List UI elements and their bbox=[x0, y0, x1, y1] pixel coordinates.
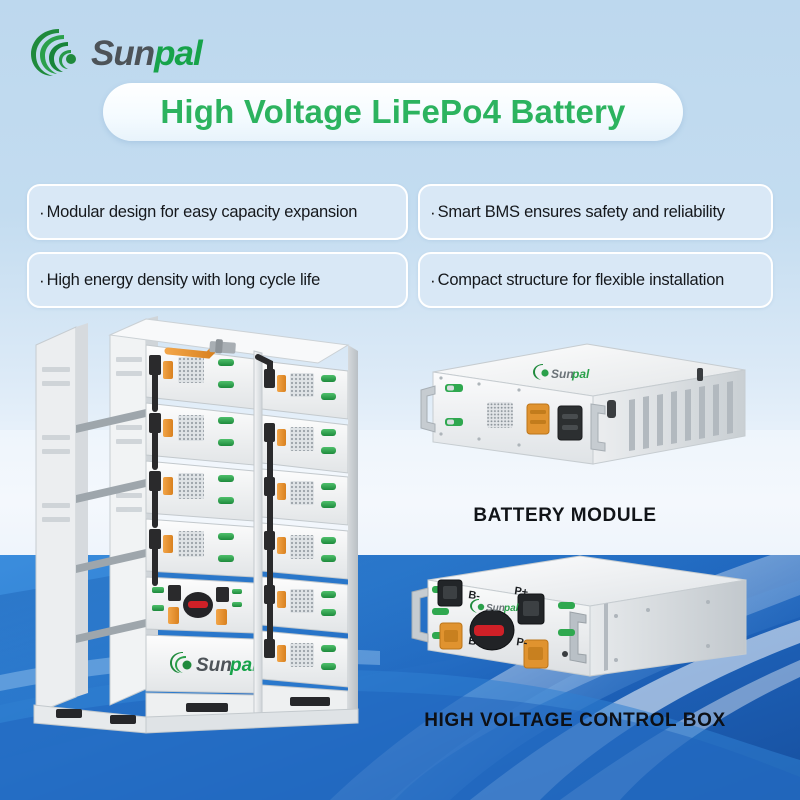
cb-rotary-switch-icon bbox=[469, 609, 515, 651]
rack-control-unit bbox=[145, 576, 255, 634]
svg-text:pal: pal bbox=[503, 603, 519, 614]
brand-word-pal: pal bbox=[154, 33, 203, 73]
brand-wordmark: Sunpal bbox=[91, 33, 203, 73]
brand-word-sun: Sun bbox=[91, 33, 155, 73]
module-black-connector bbox=[557, 405, 583, 441]
rack-center-rail bbox=[253, 350, 263, 718]
cb-green-connector-2 bbox=[432, 608, 449, 615]
rack-base-pallet bbox=[33, 704, 359, 734]
feature-label-4: Compact structure for flexible installat… bbox=[437, 270, 725, 289]
module-orange-connector bbox=[526, 403, 550, 435]
bullet-icon: · bbox=[430, 202, 436, 222]
page-title: High Voltage LiFePo4 Battery bbox=[160, 93, 626, 130]
feature-label-3: High energy density with long cycle life bbox=[46, 270, 321, 289]
module-vent-slots bbox=[629, 381, 733, 451]
module-handle-left bbox=[420, 385, 436, 433]
title-banner: High Voltage LiFePo4 Battery bbox=[103, 83, 683, 141]
module-screws bbox=[439, 376, 521, 447]
bullet-icon: · bbox=[39, 202, 45, 222]
black-busbar-cables bbox=[152, 354, 273, 644]
sunpal-swirl-icon bbox=[31, 29, 76, 76]
control-box-side-face bbox=[589, 579, 747, 677]
brand-logo: Sunpal bbox=[28, 26, 203, 80]
rack-logo-panel: Sun pal bbox=[145, 634, 258, 694]
battery-module-svg: Sun pal bbox=[420, 343, 746, 465]
rack-front-left-column: Sun pal bbox=[145, 344, 258, 722]
control-box-logo: Sun pal bbox=[470, 599, 519, 614]
bullet-icon: · bbox=[430, 270, 436, 290]
control-box-side-screws bbox=[614, 600, 710, 662]
feature-item-3: · High energy density with long cycle li… bbox=[27, 252, 408, 308]
rack-top-terminal bbox=[209, 339, 236, 354]
control-box-image: B- B+ P+ P- Sun pal bbox=[408, 550, 756, 705]
module-vent-grille-icon bbox=[487, 402, 513, 428]
cb-front-hole bbox=[562, 651, 568, 657]
module-side-slot bbox=[607, 400, 616, 418]
svg-text:pal: pal bbox=[229, 655, 258, 676]
module-logo: Sun pal bbox=[533, 364, 590, 381]
module-handle-right bbox=[590, 403, 606, 452]
battery-module-caption: BATTERY MODULE bbox=[473, 505, 657, 526]
svg-text:Sun: Sun bbox=[196, 655, 232, 676]
control-box-handle-left bbox=[411, 587, 429, 643]
battery-module-image: Sun pal bbox=[415, 338, 755, 498]
svg-text:Sun: Sun bbox=[486, 603, 505, 614]
cb-green-connector-4 bbox=[558, 602, 575, 609]
battery-rack-image: Sun pal bbox=[18, 305, 378, 745]
feature-label-2: Smart BMS ensures safety and reliability bbox=[437, 202, 725, 221]
module-top-slot bbox=[697, 368, 703, 381]
battery-rack-svg: Sun pal bbox=[33, 316, 359, 734]
feature-item-1: · Modular design for easy capacity expan… bbox=[27, 184, 408, 240]
cb-green-connector-5 bbox=[558, 629, 575, 636]
rack-frame-rear bbox=[35, 316, 158, 714]
control-box-caption: HIGH VOLTAGE CONTROL BOX bbox=[424, 710, 726, 731]
rack-right-rail bbox=[348, 345, 358, 715]
cb-label-ppos: P+ bbox=[514, 585, 529, 599]
feature-label-1: Modular design for easy capacity expansi… bbox=[46, 202, 358, 221]
feature-item-4: · Compact structure for flexible install… bbox=[418, 252, 773, 308]
cb-label-pneg: P- bbox=[516, 636, 529, 649]
control-box-svg: B- B+ P+ P- Sun pal bbox=[411, 555, 747, 677]
control-box-handle-right bbox=[569, 611, 587, 664]
rack-front-right-column bbox=[261, 360, 349, 716]
feature-list: · Modular design for easy capacity expan… bbox=[27, 184, 773, 308]
svg-text:Sun: Sun bbox=[551, 367, 574, 381]
feature-item-2: · Smart BMS ensures safety and reliabili… bbox=[418, 184, 773, 240]
svg-text:pal: pal bbox=[571, 367, 590, 381]
bullet-icon: · bbox=[39, 270, 45, 290]
